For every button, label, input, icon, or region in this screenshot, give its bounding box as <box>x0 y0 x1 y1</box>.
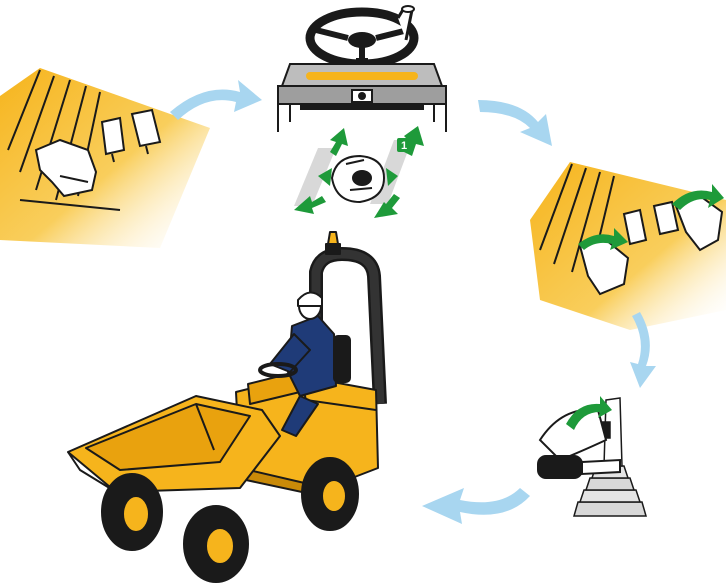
hand-joystick-icon <box>332 156 384 202</box>
joystick-directions-panel: 1 <box>294 126 424 218</box>
site-dumper-panel <box>68 232 380 582</box>
foot-pedals-right-panel <box>530 162 726 330</box>
step-badge-label: 1 <box>401 140 407 152</box>
foot-pedals-left-panel <box>0 68 210 248</box>
flow-arrow-1-icon <box>170 80 262 120</box>
lever-control-panel <box>538 396 646 516</box>
console-body-icon <box>278 64 446 132</box>
cab-floor-left-shape <box>0 68 210 248</box>
dumper-skip-icon <box>68 396 280 492</box>
steering-wheel-icon <box>310 6 414 68</box>
flow-arrow-4-icon <box>422 488 530 524</box>
steering-console-panel <box>278 6 446 132</box>
flow-arrow-2-icon <box>478 100 552 146</box>
